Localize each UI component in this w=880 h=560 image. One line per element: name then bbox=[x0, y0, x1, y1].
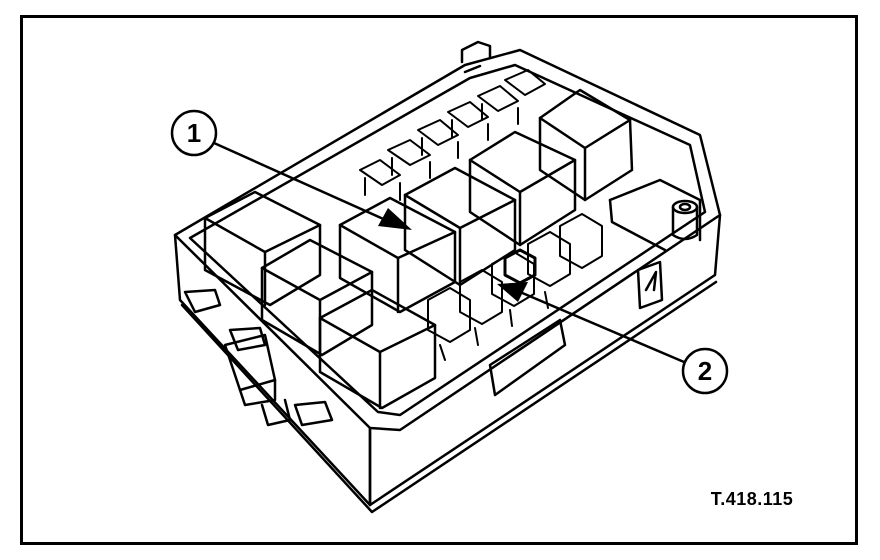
callout-2-label: 2 bbox=[698, 356, 712, 386]
relays-front bbox=[203, 190, 457, 410]
callout-2 bbox=[497, 282, 729, 395]
fuse-sockets bbox=[427, 213, 603, 361]
terminal-post bbox=[608, 178, 702, 252]
figure-reference-code: T.418.115 bbox=[711, 489, 794, 509]
callout-1-label: 1 bbox=[187, 118, 201, 148]
relays-back-row bbox=[403, 88, 634, 287]
sockets-top bbox=[359, 69, 546, 201]
figure-frame bbox=[20, 15, 858, 545]
housing bbox=[173, 40, 722, 514]
callout-1 bbox=[170, 109, 412, 230]
